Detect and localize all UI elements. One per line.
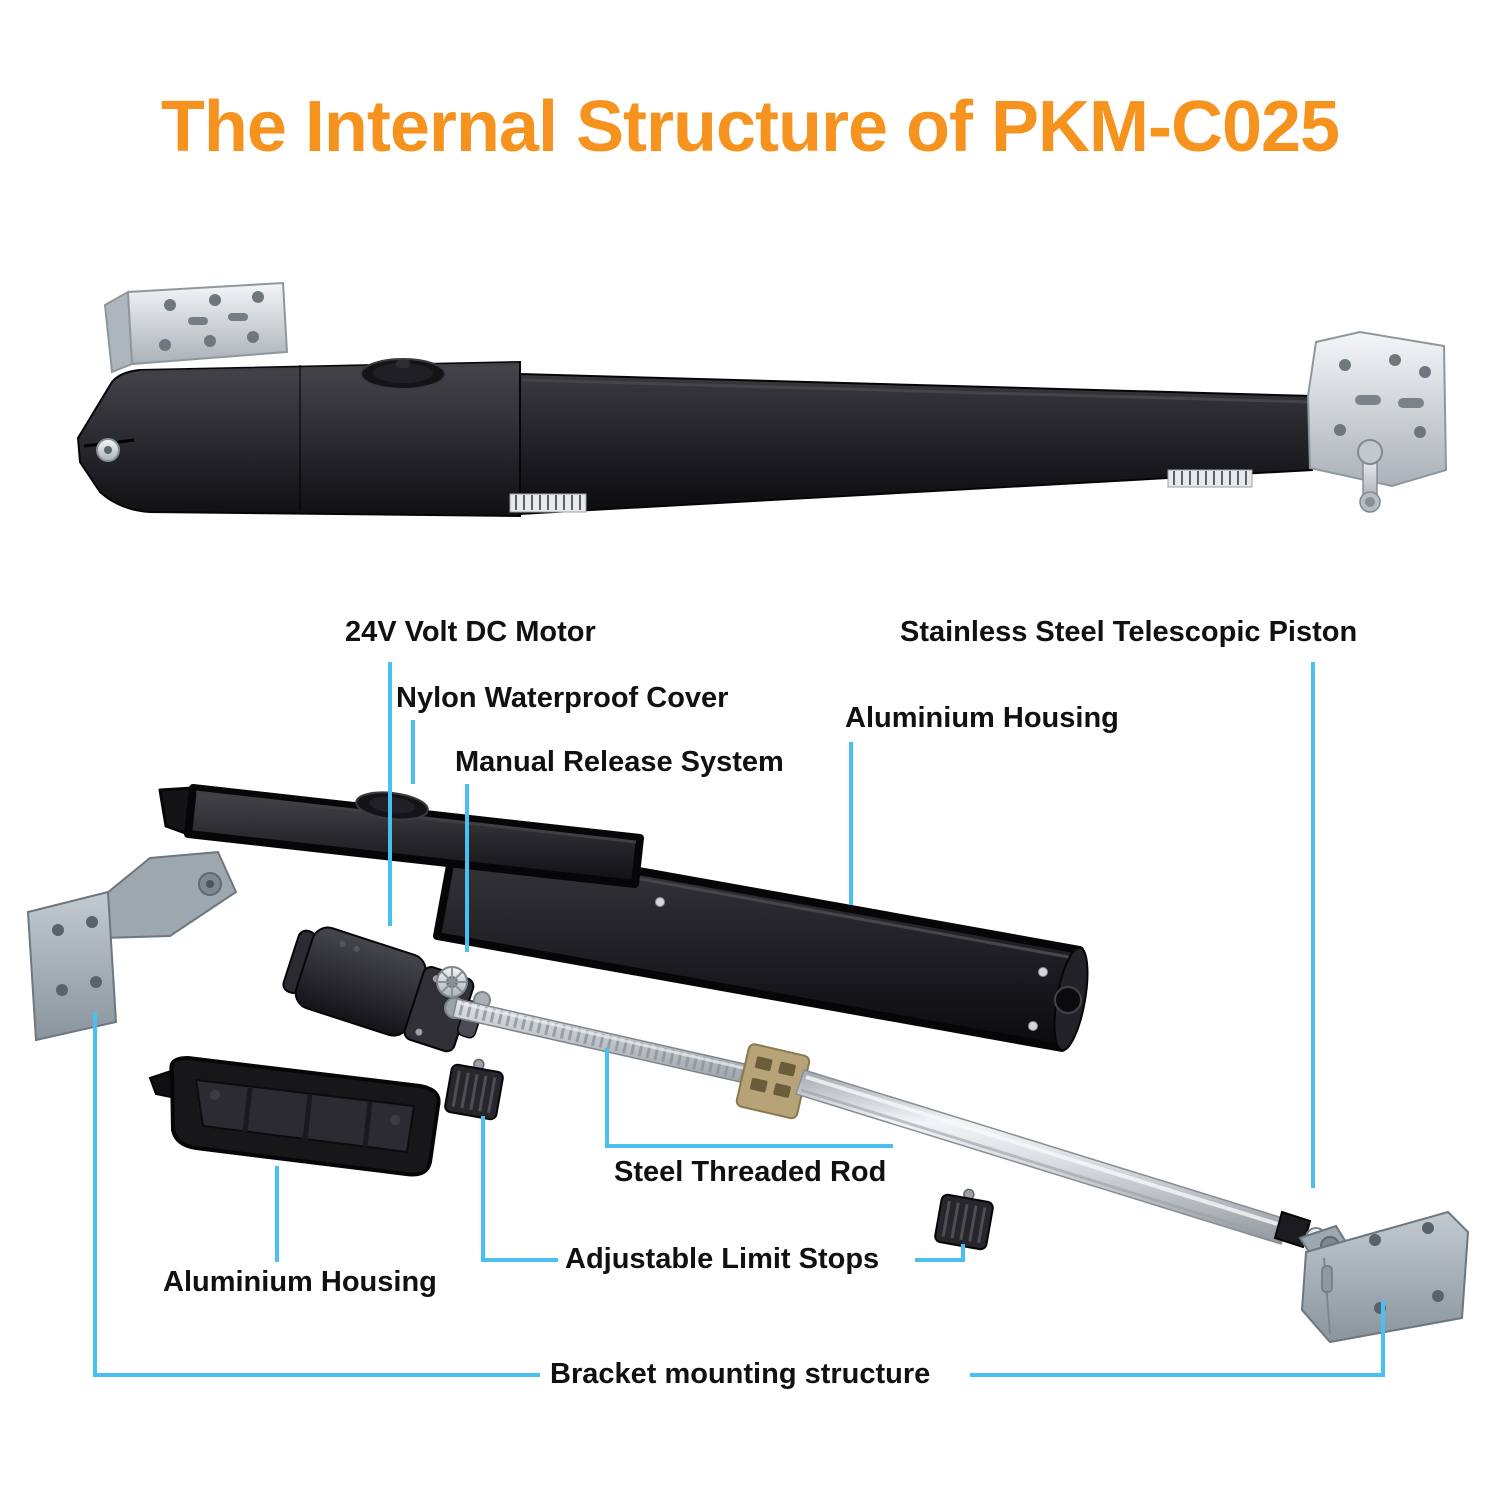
assembled-actuator [76,281,1448,518]
leader-bracket-left [93,1012,540,1377]
label-steel-threaded-rod: Steel Threaded Rod [614,1156,887,1188]
rack-strip-left [509,493,587,513]
label-aluminium-housing-right: Aluminium Housing [845,702,1119,734]
drive-nut-block [735,1043,811,1120]
bottom-housing-shell [148,1056,441,1177]
manual-release-gear [436,966,491,1009]
exploded-view [26,784,1470,1344]
rack-strip-right [1167,469,1253,488]
left-mounting-bracket [26,850,238,1042]
label-bracket-mounting: Bracket mounting structure [550,1358,931,1390]
label-adjustable-limit-stops: Adjustable Limit Stops [565,1243,880,1275]
waterproof-cap-assembled [360,358,446,390]
limit-stop-rear [934,1188,994,1251]
limit-stop-front [444,1058,504,1121]
right-mounting-bracket [1298,1210,1470,1344]
assembled-left-bracket [103,281,289,374]
label-manual-release: Manual Release System [455,746,784,778]
label-dc-motor: 24V Volt DC Motor [345,616,596,648]
leader-steel-threaded-rod [605,1048,893,1148]
top-cover [158,784,644,888]
leader-limit-stops-right [915,1244,965,1262]
leader-bracket-right [970,1300,1385,1377]
assembled-right-bracket [1306,330,1448,513]
leader-lines [93,662,1385,1377]
label-aluminium-housing-left: Aluminium Housing [163,1266,437,1298]
page-title: The Internal Structure of PKM-C025 [160,87,1340,167]
leader-limit-stops-left [481,1116,558,1262]
label-nylon-cover: Nylon Waterproof Cover [396,682,729,714]
label-telescopic-piston: Stainless Steel Telescopic Piston [900,616,1358,648]
assembled-arm [519,372,1313,516]
